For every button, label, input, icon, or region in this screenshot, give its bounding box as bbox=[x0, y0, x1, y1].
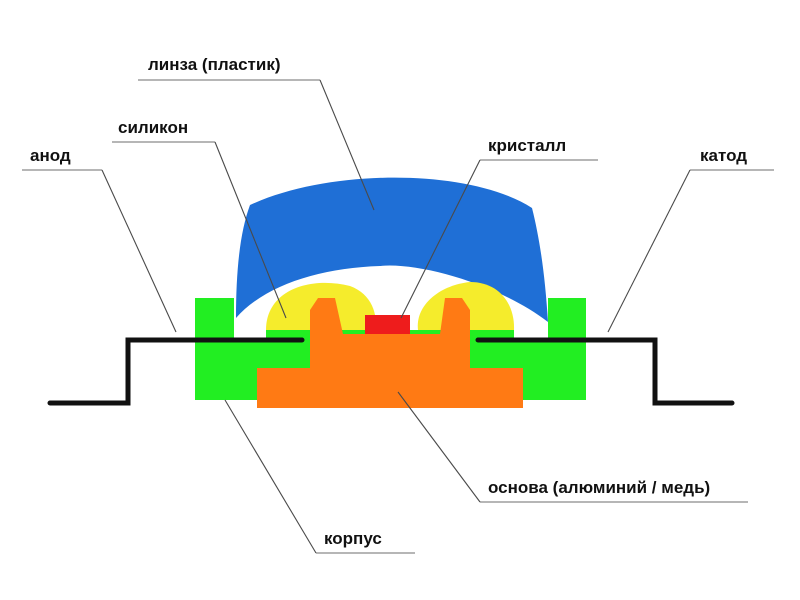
lens-shape bbox=[236, 177, 548, 322]
crystal-chip bbox=[365, 315, 410, 334]
base-leader-line bbox=[397, 391, 481, 503]
cathode-leader-line bbox=[607, 169, 691, 333]
lens-leader-line bbox=[319, 79, 375, 211]
anode-lead bbox=[47, 337, 305, 406]
silicone-label: силикон bbox=[118, 118, 188, 137]
housing-leader-line bbox=[224, 399, 317, 554]
cathode-label: катод bbox=[700, 146, 747, 165]
crystal-label: кристалл bbox=[488, 136, 566, 155]
anode-leader-line bbox=[101, 169, 177, 333]
base-shape bbox=[257, 298, 523, 408]
cathode-lead bbox=[475, 337, 735, 406]
lens-label: линза (пластик) bbox=[148, 55, 281, 74]
crystal-leader-line bbox=[400, 159, 481, 319]
housing-label: корпус bbox=[324, 529, 382, 548]
anode-label: анод bbox=[30, 146, 71, 165]
silicone-leader-line bbox=[214, 141, 287, 319]
base-label: основа (алюминий / медь) bbox=[488, 478, 710, 497]
